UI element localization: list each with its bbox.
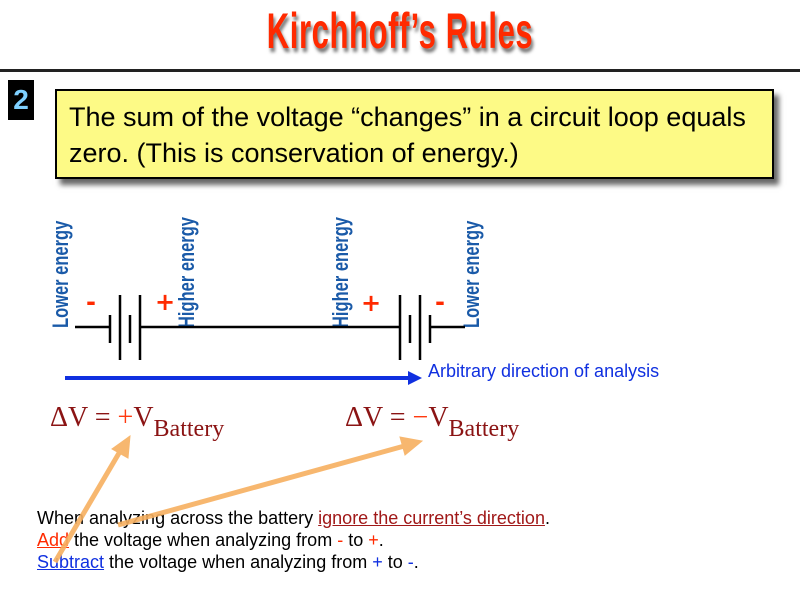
slide-title: Kirchhoff’s Rules	[266, 3, 534, 59]
note-text: .	[544, 508, 550, 528]
note-text: .	[413, 552, 419, 572]
note-text: to	[343, 530, 369, 550]
eq1-sub: Battery	[153, 416, 225, 442]
eq1-lhs: ΔV =	[50, 402, 118, 433]
minus-text: -	[407, 552, 414, 572]
note-text: .	[378, 530, 384, 550]
eq2-sign: −	[412, 402, 429, 433]
eq1-sign: +	[117, 402, 134, 433]
minus-sign-left: -	[86, 288, 96, 316]
note-text: When analyzing across the battery	[37, 508, 319, 528]
direction-label: Arbitrary direction of analysis	[428, 361, 660, 381]
plus-sign-right: +	[361, 289, 382, 317]
note-text: the voltage when analyzing from	[69, 530, 338, 550]
title-divider	[0, 69, 800, 72]
ignore-direction-link[interactable]: ignore the current’s direction	[318, 508, 545, 528]
eq2-lhs: ΔV =	[345, 402, 413, 433]
equation-add: ΔV = +VBattery	[50, 402, 224, 443]
plus-sign-left: +	[155, 288, 176, 316]
battery-left	[108, 295, 142, 360]
equation-subtract: ΔV = −VBattery	[345, 402, 519, 443]
eq2-v: V	[428, 402, 449, 433]
note-line-3: Subtract the voltage when analyzing from…	[37, 552, 419, 573]
eq1-v: V	[133, 402, 154, 433]
plus-text: +	[372, 552, 383, 572]
eq2-sub: Battery	[448, 416, 520, 442]
plus-text: +	[368, 530, 379, 550]
note-text: to	[382, 552, 408, 572]
note-text: the voltage when analyzing from	[104, 552, 373, 572]
minus-sign-right: -	[435, 288, 445, 316]
rule-number-badge: 2	[8, 80, 34, 120]
battery-right	[398, 295, 432, 360]
add-link[interactable]: Add	[37, 530, 70, 550]
rule-statement-box: The sum of the voltage “changes” in a ci…	[55, 89, 774, 179]
subtract-link[interactable]: Subtract	[37, 552, 105, 572]
direction-arrow	[65, 371, 422, 385]
note-line-1: When analyzing across the battery ignore…	[37, 508, 550, 529]
note-line-2: Add the voltage when analyzing from - to…	[37, 530, 384, 551]
minus-text: -	[337, 530, 344, 550]
